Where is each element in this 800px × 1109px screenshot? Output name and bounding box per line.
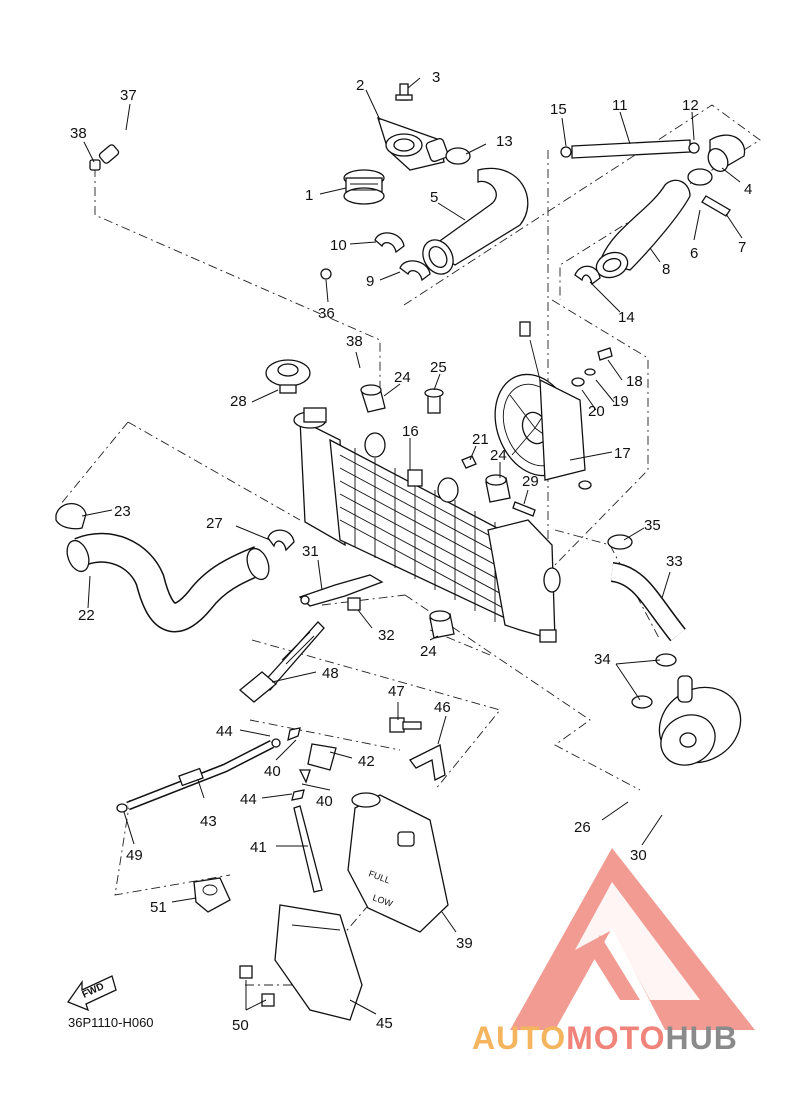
oil-cooler-hoses [607, 534, 742, 766]
reservoir-bracket [389, 717, 446, 781]
callout-43: 43 [200, 813, 217, 830]
callout-16: 16 [402, 423, 419, 440]
callout-12: 12 [682, 97, 699, 114]
callout-27: 27 [206, 515, 223, 532]
callout-50: 50 [232, 1017, 249, 1034]
forward-arrow-icon: FWD [66, 975, 117, 1012]
water-pipe-assembly [560, 134, 746, 286]
callout-19: 19 [612, 393, 629, 410]
callout-30: 30 [630, 847, 647, 864]
callout-38b: 38 [346, 333, 363, 350]
callout-44b: 44 [240, 791, 257, 808]
brand-hub: HUB [665, 1020, 738, 1056]
callout-28: 28 [230, 393, 247, 410]
callout-7: 7 [738, 239, 746, 256]
callout-37: 37 [120, 87, 137, 104]
callout-numbers: 1 2 3 4 5 6 7 8 9 10 11 12 13 14 15 16 1… [70, 69, 752, 1034]
thermostat-housing [343, 83, 449, 205]
callout-24a: 24 [394, 369, 411, 386]
radiator-core [293, 407, 561, 643]
watermark-logo [510, 848, 755, 1030]
cable-tie [238, 621, 325, 703]
callout-29: 29 [522, 473, 539, 490]
radiator-hose-lower [55, 502, 295, 633]
callout-47: 47 [388, 683, 405, 700]
callout-26: 26 [574, 819, 591, 836]
callout-44a: 44 [216, 723, 233, 740]
callout-51: 51 [150, 899, 167, 916]
overflow-hose [89, 93, 332, 280]
callout-25: 25 [430, 359, 447, 376]
callout-5: 5 [430, 189, 438, 206]
callout-15: 15 [550, 101, 567, 118]
callout-18: 18 [626, 373, 643, 390]
cooling-fan [494, 321, 613, 490]
callout-24c: 24 [420, 643, 437, 660]
callout-11: 11 [612, 97, 628, 114]
brand-moto: MOTO [566, 1020, 666, 1056]
callout-1: 1 [305, 187, 313, 204]
callout-33: 33 [666, 553, 683, 570]
callout-40a: 40 [264, 763, 281, 780]
callout-3: 3 [432, 69, 440, 86]
reservoir-cover [193, 877, 363, 1021]
leader-lines [81, 77, 743, 1015]
callout-36: 36 [318, 305, 335, 322]
hose-clamps-9-10 [374, 232, 431, 282]
callout-42: 42 [358, 753, 375, 770]
callout-23: 23 [114, 503, 131, 520]
brand-auto: AUTO [472, 1020, 567, 1056]
callout-17: 17 [614, 445, 631, 462]
callout-6: 6 [690, 245, 698, 262]
coolant-reservoir: FULL LOW [347, 792, 449, 933]
callout-22: 22 [78, 607, 95, 624]
diagram-code: 36P1110-H060 [68, 1015, 154, 1030]
watermark-brand: AUTOMOTOHUB [472, 1020, 738, 1057]
callout-38a: 38 [70, 125, 87, 142]
callout-49: 49 [126, 847, 143, 864]
callout-39: 39 [456, 935, 473, 952]
callout-35: 35 [644, 517, 661, 534]
callout-32: 32 [378, 627, 395, 644]
callout-24b: 24 [490, 447, 507, 464]
callout-10: 10 [330, 237, 347, 254]
mounting-grommets [360, 384, 536, 639]
callout-8: 8 [662, 261, 670, 278]
callout-9: 9 [366, 273, 374, 290]
callout-20: 20 [588, 403, 605, 420]
radiator-bracket [298, 574, 384, 611]
callout-31: 31 [302, 543, 319, 560]
callout-14: 14 [618, 309, 635, 326]
callout-41: 41 [250, 839, 267, 856]
callout-34: 34 [594, 651, 611, 668]
callout-21: 21 [472, 431, 489, 448]
callout-4: 4 [744, 181, 752, 198]
radiator-hose-upper [422, 147, 529, 275]
callout-45: 45 [376, 1015, 393, 1032]
callout-2: 2 [356, 77, 364, 94]
breather-hoses [116, 727, 337, 893]
callout-48: 48 [322, 665, 339, 682]
radiator-cap [265, 359, 311, 394]
callout-46: 46 [434, 699, 451, 716]
callout-13: 13 [496, 133, 513, 150]
callout-40b: 40 [316, 793, 333, 810]
